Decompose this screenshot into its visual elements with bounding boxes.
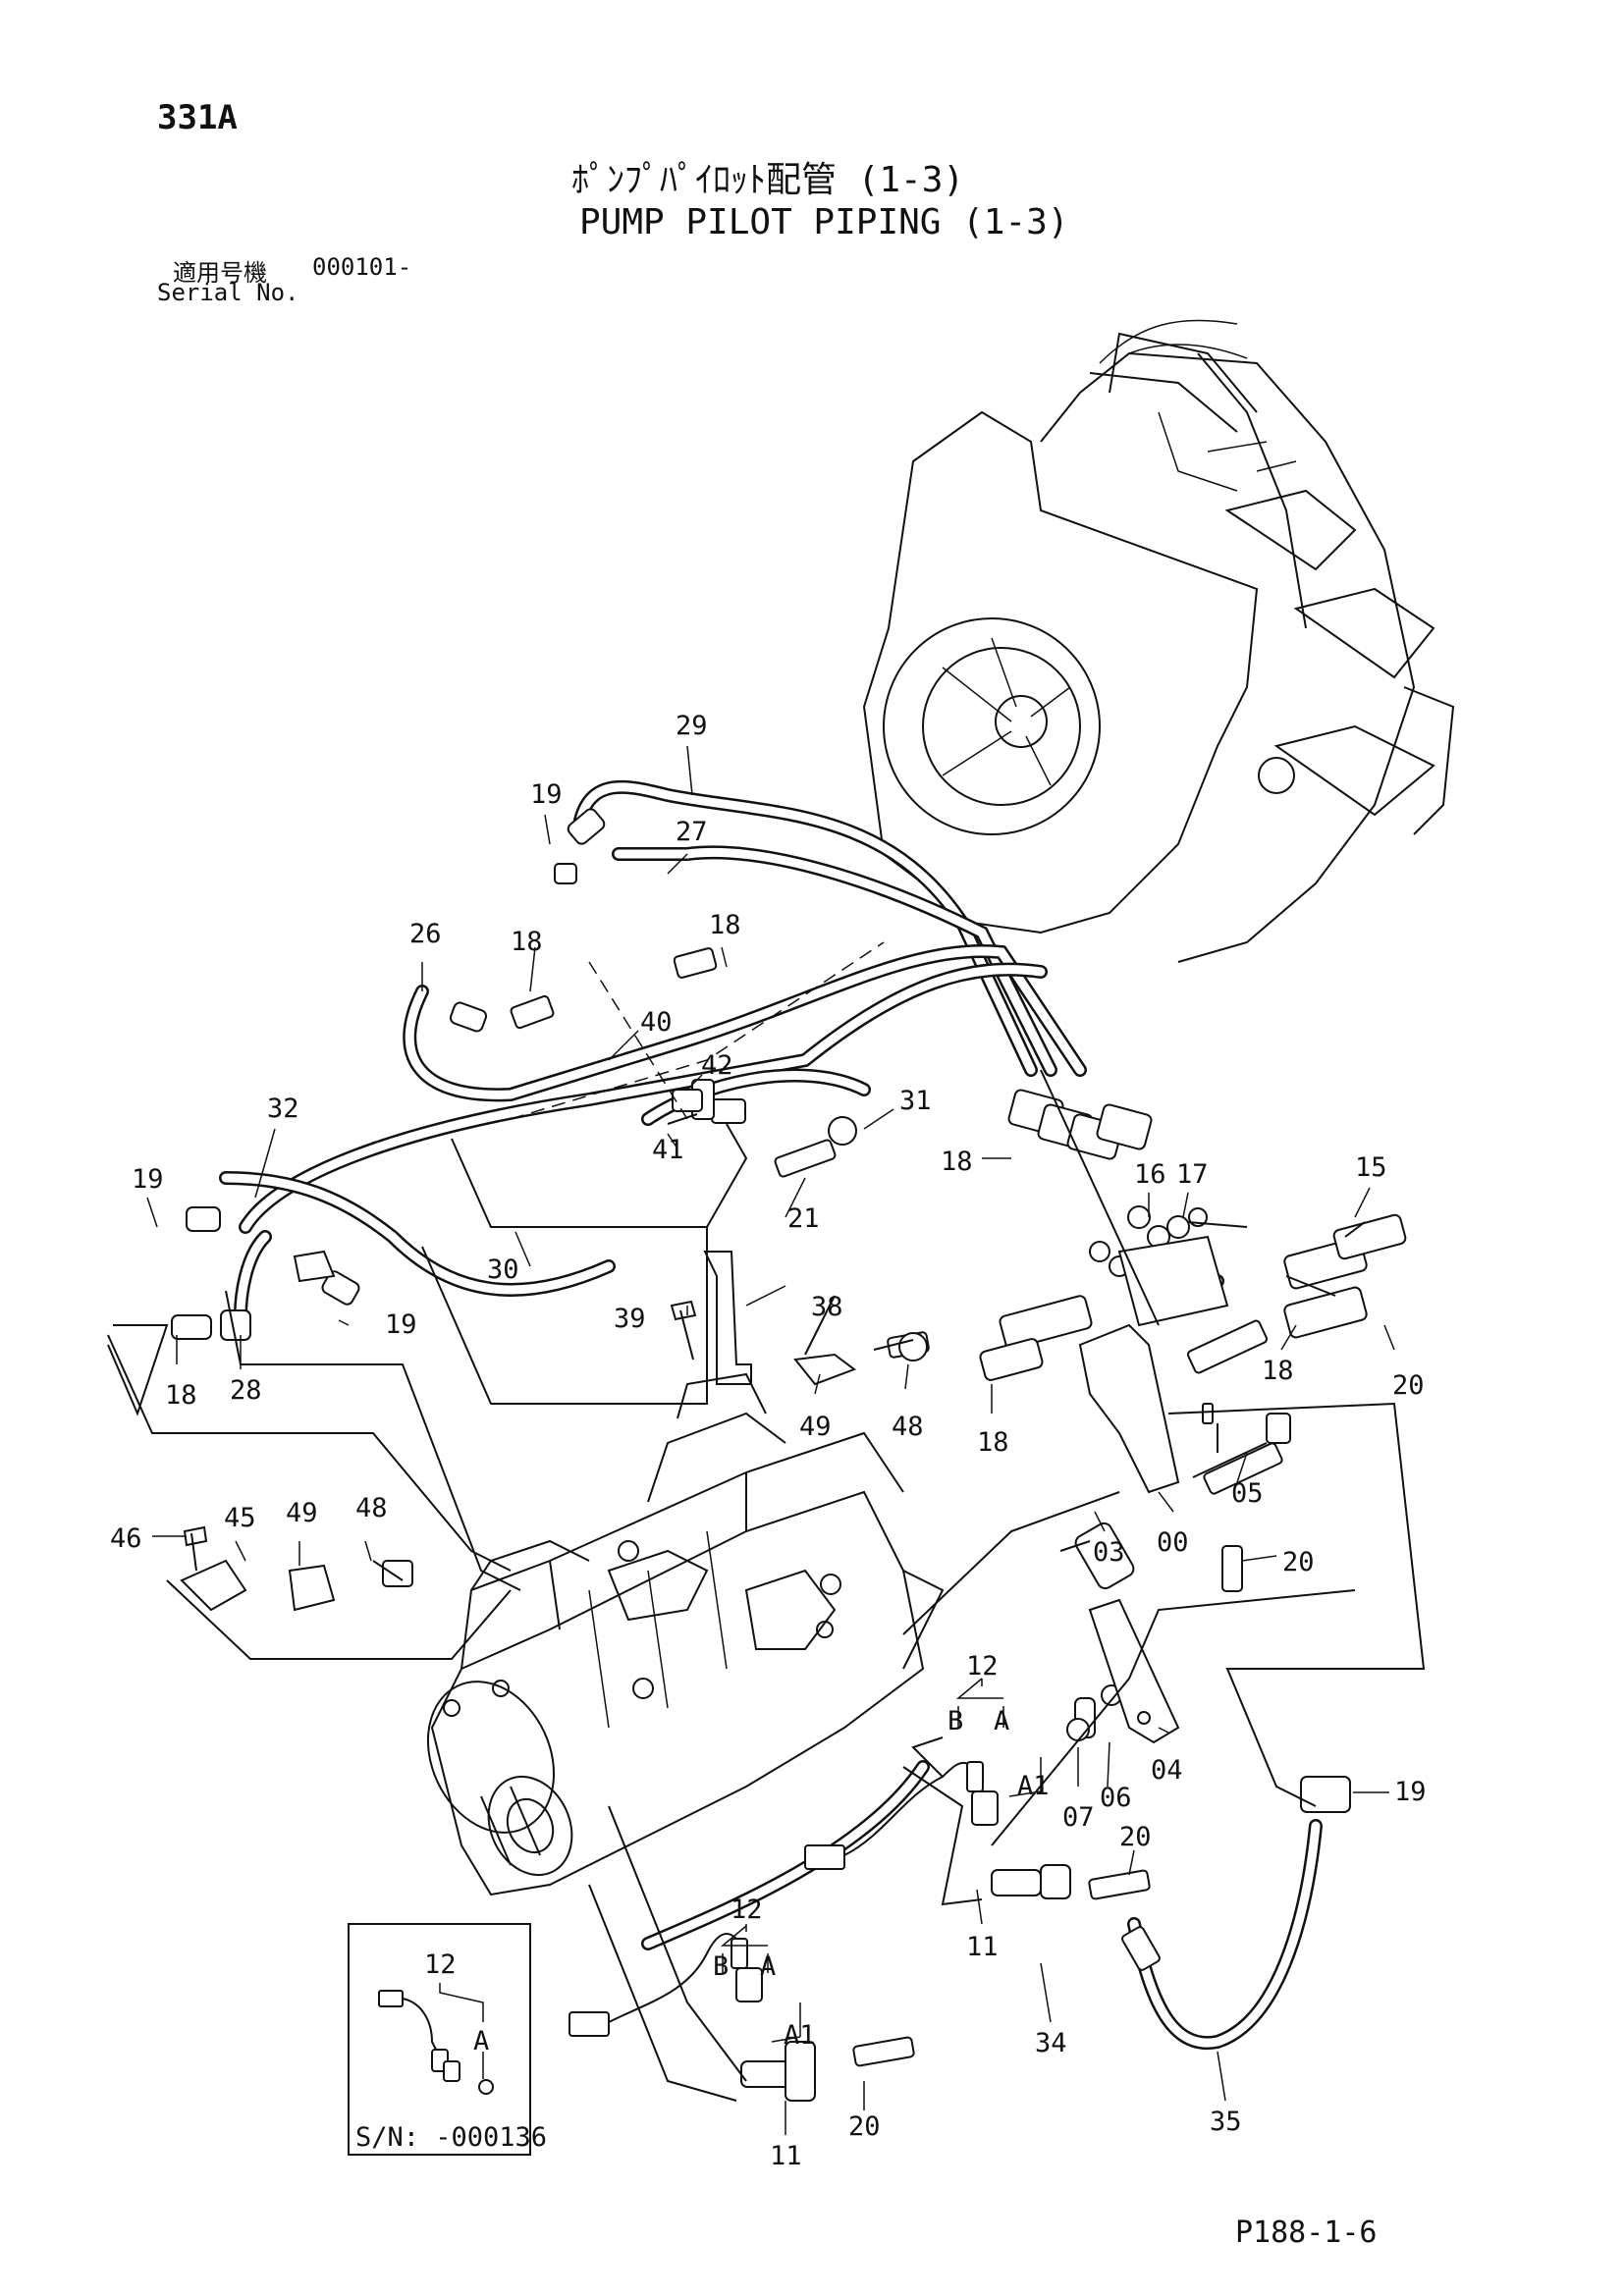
callout-label: 20 [1392, 1370, 1425, 1401]
callout-label: A1 [784, 2020, 816, 2051]
callout-label: 27 [676, 817, 708, 847]
callout-label: 35 [1210, 2107, 1242, 2137]
callout-label: 19 [1394, 1777, 1427, 1807]
callout-label: 19 [132, 1164, 164, 1195]
leader-lines [107, 941, 1426, 2102]
callout-label: 30 [487, 1255, 519, 1285]
callout-label: B [713, 1951, 729, 1982]
callout-label: 46 [110, 1523, 142, 1554]
callout-label: 18 [709, 910, 741, 940]
callout-label: 18 [1262, 1356, 1294, 1386]
callout-label: 18 [511, 927, 543, 957]
callout-label: 31 [899, 1086, 932, 1116]
title-english: PUMP PILOT PIPING (1-3) [579, 202, 1069, 242]
callout-label: 00 [1157, 1527, 1189, 1558]
callout-label: 48 [355, 1493, 388, 1523]
callout-label: 20 [1119, 1822, 1152, 1852]
callout-label: 34 [1035, 2028, 1067, 2058]
callout-label: 12 [731, 1895, 763, 1925]
callout-label: B [947, 1706, 963, 1736]
main-pump-illustration [426, 1372, 945, 1896]
callout-label: 32 [267, 1094, 299, 1124]
serial-value: 000101- [312, 253, 412, 281]
callout-label: 39 [614, 1304, 646, 1334]
callout-label: 04 [1151, 1755, 1183, 1786]
callout-label: 28 [230, 1375, 262, 1406]
callout-label: 17 [1176, 1159, 1209, 1190]
callout-label: 48 [892, 1412, 924, 1442]
callout-label: 45 [224, 1503, 256, 1533]
drawing-reference-code: P188-1-6 [1235, 2216, 1378, 2250]
fittings [171, 808, 1407, 2102]
callout-label: 19 [530, 779, 563, 810]
bolts [183, 1089, 1291, 1581]
callout-label: 18 [941, 1147, 973, 1177]
callout-label: A [760, 1951, 776, 1982]
callout-label: 20 [848, 2111, 881, 2142]
title-japanese: ﾎﾟﾝﾌﾟﾊﾟｲﾛｯﾄ配管 (1-3) [571, 160, 965, 200]
page-code: 331A [157, 98, 238, 137]
callout-label: 29 [676, 711, 708, 741]
callout-label: 49 [286, 1498, 318, 1528]
callout-label: 03 [1093, 1537, 1125, 1568]
callout-label: 19 [385, 1309, 417, 1340]
callout-label: 06 [1100, 1783, 1132, 1813]
callout-label: 07 [1062, 1802, 1095, 1833]
callout-labels: 29 19 27 18 26 18 40 42 31 32 19 41 21 1… [110, 711, 1427, 2171]
callout-label: 42 [701, 1050, 733, 1081]
callout-label: 15 [1355, 1152, 1387, 1183]
callout-label: 16 [1134, 1159, 1166, 1190]
serial-label-en: Serial No. [157, 279, 299, 306]
pressure-sensor-harness [568, 1761, 999, 2037]
callout-label: 12 [966, 1651, 999, 1682]
serial-label-jp: 適用号機 [173, 259, 267, 287]
inset-serial-note: S/N: -000136 [355, 2122, 547, 2153]
brackets [180, 1235, 1229, 1744]
callout-label: 18 [977, 1427, 1009, 1458]
callout-label: 41 [652, 1135, 684, 1165]
inset-sensor-variant [348, 1923, 531, 2156]
callout-label: 18 [165, 1380, 197, 1411]
callout-label: 40 [640, 1007, 673, 1038]
callout-label: 11 [770, 2141, 802, 2171]
callout-label: A [994, 1706, 1009, 1736]
callout-label: 49 [799, 1412, 832, 1442]
callout-label: A [473, 2026, 489, 2056]
callout-leaders [146, 745, 1395, 2135]
callout-label: 20 [1282, 1547, 1315, 1577]
engine-pump-assembly-illustration [862, 319, 1455, 963]
callout-label: 12 [424, 1949, 457, 1980]
callout-label: A1 [1017, 1771, 1050, 1801]
callout-label: 11 [966, 1932, 999, 1962]
callout-label: 26 [409, 919, 442, 949]
callout-label: 21 [787, 1203, 820, 1234]
callout-label: 38 [811, 1292, 843, 1322]
callout-label: 05 [1231, 1478, 1264, 1509]
